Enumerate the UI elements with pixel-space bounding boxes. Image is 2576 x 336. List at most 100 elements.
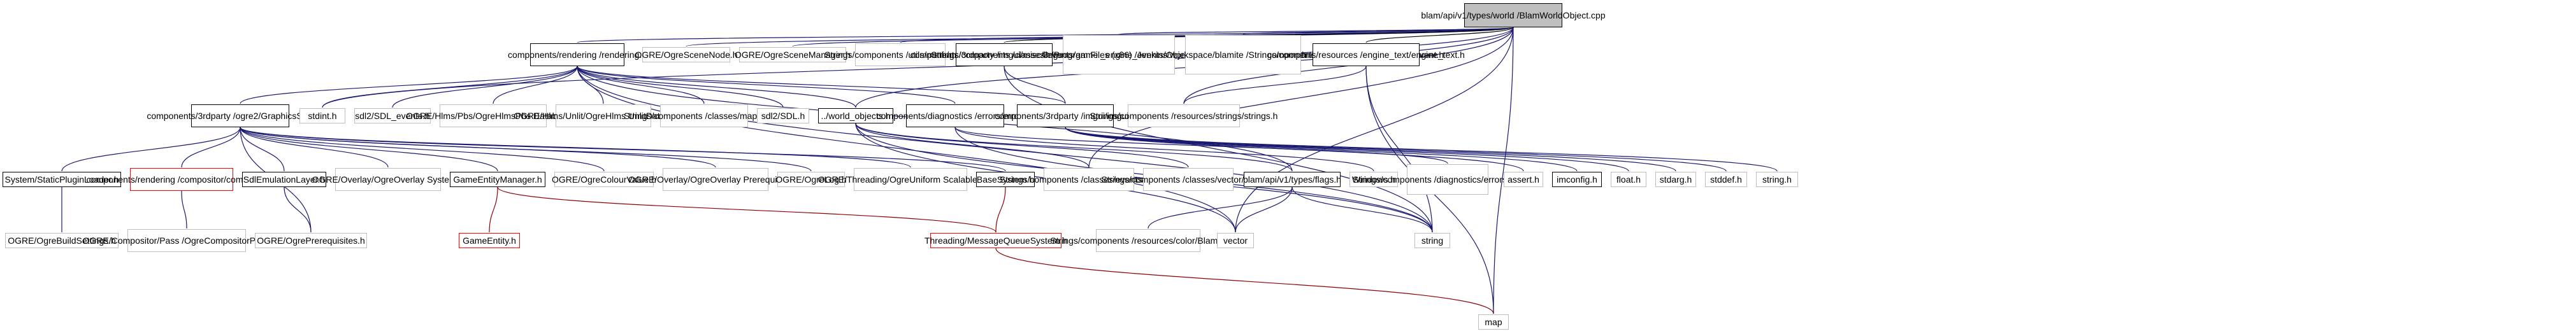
edge-rendering-to-string xyxy=(577,66,1433,233)
node-world-objects[interactable]: ../world_objects.h xyxy=(818,108,893,123)
node-sdl[interactable]: sdl2/SDL.h xyxy=(757,108,809,123)
node-ogre-log[interactable]: OGRE/OgreLog.h xyxy=(775,172,847,187)
edge-graphics-system-to-base-system xyxy=(240,127,1006,172)
node-compositor-pass-def[interactable]: OGRE/Compositor/Pass /OgreCompositorPass… xyxy=(83,229,291,252)
node-windows[interactable]: Windows.h xyxy=(1349,172,1398,187)
node-blam-color-label: Strings/components /resources/color/Blam… xyxy=(1050,235,1246,246)
node-game-entity-manager-label: GameEntityManager.h xyxy=(453,174,542,185)
node-string-h[interactable]: string.h xyxy=(1756,172,1798,187)
node-game-entity-manager[interactable]: GameEntityManager.h xyxy=(450,172,545,187)
node-ogre-prerequisites-label: OGRE/OgrePrerequisites.h xyxy=(257,235,365,246)
node-stdarg-label: stdarg.h xyxy=(1659,174,1692,185)
node-uniform-scalable-task[interactable]: OGRE/Threading/OgreUniform ScalableTask.… xyxy=(818,168,1003,191)
edge-graphics-system-to-sdl-emulation-layer xyxy=(240,127,285,172)
node-colour-value[interactable]: OGRE/OgreColourValue.h xyxy=(552,172,656,187)
node-root-label: blam/api/v1/types/world /BlamWorldObject… xyxy=(1421,10,1606,20)
node-overlay-system-label: OGRE/Overlay/OgreOverlay System.h xyxy=(312,174,464,185)
edge-flags-to-vector xyxy=(1235,186,1293,233)
node-ogre-scene-manager-label: OGRE/OgreSceneManager.h xyxy=(734,50,851,60)
node-compositor[interactable]: components/rendering /compositor/composi… xyxy=(87,168,277,191)
node-map[interactable]: map xyxy=(1478,314,1509,330)
node-map-map[interactable]: Strings/components /classes/map/map.h xyxy=(624,104,784,127)
edge-flags-to-string xyxy=(1292,186,1433,233)
node-assert[interactable]: assert.h xyxy=(1504,172,1543,187)
node-compositor-pass-def-label: OGRE/Compositor/Pass /OgreCompositorPass… xyxy=(82,235,291,246)
node-stdint[interactable]: stdint.h xyxy=(299,108,345,123)
node-vector-vector[interactable]: Strings/components /classes/vector/vecto… xyxy=(1101,168,1276,191)
node-graphics-system-label: components/3rdparty /ogre2/GraphicsSyste… xyxy=(147,111,334,121)
node-hlms-unlit-label: OGRE/Hlms/Unlit/OgreHlms UnlitDatablock.… xyxy=(514,111,693,121)
edge-sdl-emulation-layer-to-ogre-prerequisites xyxy=(284,186,312,233)
edge-graphics-system-to-colour-value xyxy=(240,127,605,172)
node-graphics-system[interactable]: components/3rdparty /ogre2/GraphicsSyste… xyxy=(147,104,334,127)
node-base-system[interactable]: BaseSystem.h xyxy=(976,172,1035,187)
node-string-label: string xyxy=(1421,235,1444,246)
node-flags[interactable]: blam/api/v1/types/flags.h xyxy=(1242,172,1342,187)
node-ogre-scene-manager[interactable]: OGRE/OgreSceneManager.h xyxy=(735,47,851,62)
node-ogre-prerequisites[interactable]: OGRE/OgrePrerequisites.h xyxy=(255,233,367,248)
edge-engine-text-to-resources-strings xyxy=(1183,66,1367,104)
node-sdl-events[interactable]: sdl2/SDL_events.h xyxy=(354,108,431,123)
node-overlay-prerequisites[interactable]: OGRE/Overlay/OgreOverlay Prerequisites.h xyxy=(628,168,803,191)
node-static-plugin-loader[interactable]: System/StaticPluginLoader.h xyxy=(3,172,121,187)
edge-imgui-to-imconfig xyxy=(1065,127,1578,172)
node-diagnostics-errors[interactable]: components/diagnostics /errors/errors.h xyxy=(877,104,1033,127)
edge-rendering-to-sdl xyxy=(577,66,784,108)
node-overlay-prerequisites-label: OGRE/Overlay/OgreOverlay Prerequisites.h xyxy=(628,174,803,185)
node-overlay-system[interactable]: OGRE/Overlay/OgreOverlay System.h xyxy=(312,168,464,191)
node-stdarg[interactable]: stdarg.h xyxy=(1655,172,1696,187)
edge-rendering-to-stdint xyxy=(322,66,578,108)
edge-world-objects-to-events-events xyxy=(855,123,1090,168)
node-strings-diag-errors[interactable]: Strings/components /diagnostics/errors /… xyxy=(1353,164,1543,195)
edge-rendering-to-sdl-events xyxy=(392,66,578,108)
edge-graphics-system-to-static-plugin-loader xyxy=(61,127,241,172)
node-base-system-label: BaseSystem.h xyxy=(976,174,1035,185)
node-colour-value-label: OGRE/OgreColourValue.h xyxy=(552,174,656,185)
node-strings-math[interactable]: Strings/components /utils/math/math.h xyxy=(824,43,976,66)
node-vector-label: vector xyxy=(1223,235,1248,246)
node-hlms-pbs-label: OGRE/Hlms/Pbs/OgreHlmsPbs Datablock.h xyxy=(406,111,580,121)
node-sdl-emulation-layer[interactable]: SdlEmulationLayer.h xyxy=(242,172,326,187)
edge-root-to-map xyxy=(1493,27,1514,314)
node-resources-strings[interactable]: Strings/components /resources/strings/st… xyxy=(1090,104,1277,127)
node-imgui[interactable]: components/3rdparty /imgui/imgui.h xyxy=(995,104,1136,127)
node-hlms-unlit[interactable]: OGRE/Hlms/Unlit/OgreHlms UnlitDatablock.… xyxy=(514,104,693,127)
edge-imgui-to-assert xyxy=(1065,127,1524,172)
node-assert-label: assert.h xyxy=(1507,174,1539,185)
node-imgui-label: components/3rdparty /imgui/imgui.h xyxy=(995,111,1136,121)
edge-rendering-to-diagnostics-errors xyxy=(577,66,956,104)
edge-root-to-events-events xyxy=(1088,27,1514,168)
node-imconfig[interactable]: imconfig.h xyxy=(1552,172,1602,187)
node-float[interactable]: float.h xyxy=(1611,172,1646,187)
node-message-queue-system[interactable]: Threading/MessageQueueSystem.h xyxy=(925,233,1067,248)
edge-rendering-to-world-objects xyxy=(577,66,856,108)
edge-root-to-engine-text xyxy=(1365,27,1514,43)
node-sdl-emulation-layer-label: SdlEmulationLayer.h xyxy=(243,174,326,185)
node-events-events[interactable]: Strings/components /classes/events/event… xyxy=(1000,168,1178,191)
node-rendering[interactable]: components/rendering /rendering.h xyxy=(508,43,647,66)
node-ogre-log-label: OGRE/OgreLog.h xyxy=(775,174,847,185)
node-ogre-build-settings[interactable]: OGRE/OgreBuildSettings.h xyxy=(5,233,119,248)
node-sdl-label: sdl2/SDL.h xyxy=(761,111,805,121)
node-imgui-stdlib[interactable]: components/3rdparty /imgui/misc/imgui_st… xyxy=(910,43,1098,66)
node-blam-color[interactable]: Strings/components /resources/color/Blam… xyxy=(1050,229,1246,252)
node-stddef[interactable]: stddef.h xyxy=(1705,172,1747,187)
node-game-entity[interactable]: GameEntity.h xyxy=(459,233,520,248)
node-flags-label: blam/api/v1/types/flags.h xyxy=(1242,174,1342,185)
node-vector[interactable]: vector xyxy=(1217,233,1254,248)
edge-graphics-system-to-game-entity-manager xyxy=(240,127,498,172)
node-ogre-scene-node[interactable]: OGRE/OgreSceneNode.h xyxy=(635,47,738,62)
node-hlms-pbs[interactable]: OGRE/Hlms/Pbs/OgreHlmsPbs Datablock.h xyxy=(406,104,580,127)
edge-base-system-to-message-queue-system xyxy=(995,186,1006,233)
node-strings-math-label: Strings/components /utils/math/math.h xyxy=(824,50,977,60)
edge-root-to-vector xyxy=(1235,27,1514,233)
node-game-entity-label: GameEntity.h xyxy=(463,235,516,246)
node-string[interactable]: string xyxy=(1414,233,1450,248)
node-engine-text[interactable]: components/resources /engine_text/engine… xyxy=(1267,43,1465,66)
node-windows-label: Windows.h xyxy=(1351,174,1396,185)
edge-root-to-rendering xyxy=(577,27,1514,43)
node-root[interactable]: blam/api/v1/types/world /BlamWorldObject… xyxy=(1421,3,1606,27)
edge-rendering-to-graphics-system xyxy=(240,66,578,104)
edge-graphics-system-to-ogre-log xyxy=(240,127,812,172)
node-rendering-label: components/rendering /rendering.h xyxy=(508,50,647,60)
